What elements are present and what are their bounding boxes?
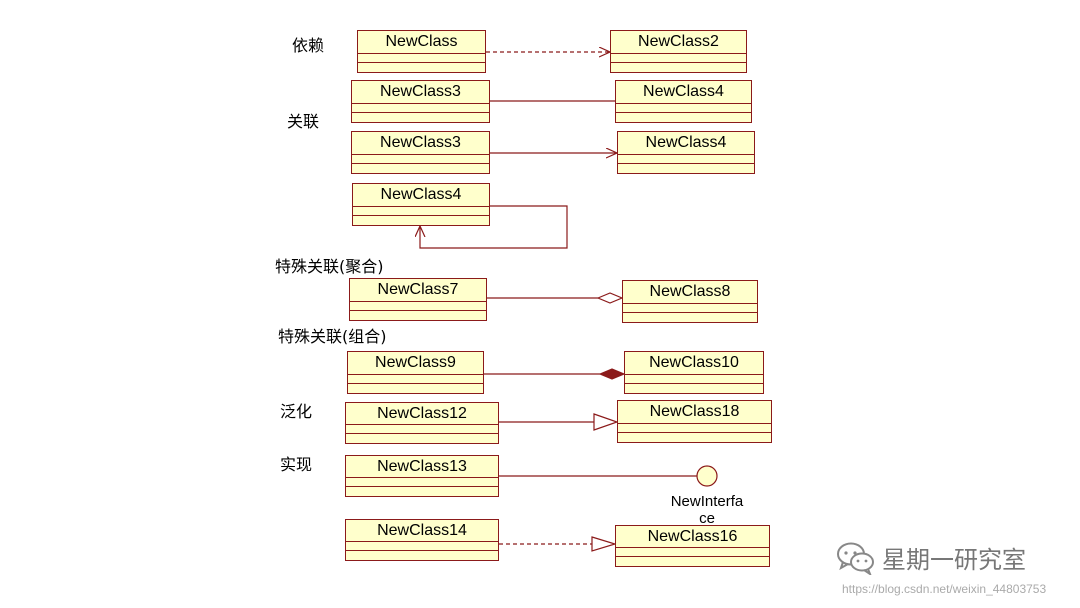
interface-label-line2: ce bbox=[699, 510, 715, 527]
class-name: NewClass2 bbox=[611, 31, 746, 54]
class-box-newclass13: NewClass13 bbox=[345, 455, 499, 497]
class-box-newclass3-b: NewClass3 bbox=[351, 131, 490, 174]
class-name: NewClass8 bbox=[623, 281, 757, 304]
class-name: NewClass4 bbox=[616, 81, 751, 104]
class-box-newclass12: NewClass12 bbox=[345, 402, 499, 444]
generalization-triangle bbox=[593, 413, 619, 431]
composition-diamond bbox=[598, 368, 626, 380]
class-name: NewClass14 bbox=[346, 520, 498, 542]
label-association: 关联 bbox=[287, 112, 320, 131]
label-generalization: 泛化 bbox=[280, 402, 313, 421]
interface-realization-triangle bbox=[591, 536, 618, 552]
class-box-newclass4-b: NewClass4 bbox=[617, 131, 755, 174]
class-name: NewClass3 bbox=[352, 132, 489, 155]
wechat-icon bbox=[837, 542, 874, 575]
class-name: NewClass12 bbox=[346, 403, 498, 425]
self-association-line bbox=[420, 205, 568, 249]
watermark-url: https://blog.csdn.net/weixin_44803753 bbox=[842, 582, 1047, 596]
label-realization: 实现 bbox=[280, 455, 313, 474]
class-box-newclass10: NewClass10 bbox=[624, 351, 764, 394]
class-name: NewClass9 bbox=[348, 352, 483, 375]
interface-label: NewInterfa ce bbox=[657, 493, 757, 527]
class-box-newclass18: NewClass18 bbox=[617, 400, 772, 443]
class-box-newclass16: NewClass16 bbox=[615, 525, 770, 567]
class-name: NewClass16 bbox=[616, 526, 769, 548]
class-name: NewClass3 bbox=[352, 81, 489, 104]
watermark-text: 星期一研究室 bbox=[882, 546, 1026, 574]
interface-label-line1: NewInterfa bbox=[670, 493, 744, 510]
class-name: NewClass7 bbox=[350, 279, 486, 302]
class-box-newclass9: NewClass9 bbox=[347, 351, 484, 394]
class-box-newclass: NewClass bbox=[357, 30, 486, 73]
label-composition: 特殊关联(组合) bbox=[278, 327, 387, 346]
class-box-newclass3-a: NewClass3 bbox=[351, 80, 490, 123]
class-name: NewClass13 bbox=[346, 456, 498, 478]
class-name: NewClass bbox=[358, 31, 485, 54]
class-box-newclass4-a: NewClass4 bbox=[615, 80, 752, 123]
class-box-newclass7: NewClass7 bbox=[349, 278, 487, 321]
class-box-newclass4-self: NewClass4 bbox=[352, 183, 490, 226]
class-box-newclass14: NewClass14 bbox=[345, 519, 499, 561]
aggregation-diamond bbox=[596, 292, 624, 304]
label-aggregation: 特殊关联(聚合) bbox=[275, 257, 384, 276]
class-name: NewClass18 bbox=[618, 401, 771, 424]
class-name: NewClass4 bbox=[353, 184, 489, 207]
class-name: NewClass4 bbox=[618, 132, 754, 155]
class-box-newclass8: NewClass8 bbox=[622, 280, 758, 323]
class-name: NewClass10 bbox=[625, 352, 763, 375]
class-box-newclass2: NewClass2 bbox=[610, 30, 747, 73]
interface-lollipop bbox=[696, 465, 718, 487]
label-dependency: 依赖 bbox=[292, 36, 325, 55]
watermark: 星期一研究室 bbox=[836, 540, 1026, 575]
